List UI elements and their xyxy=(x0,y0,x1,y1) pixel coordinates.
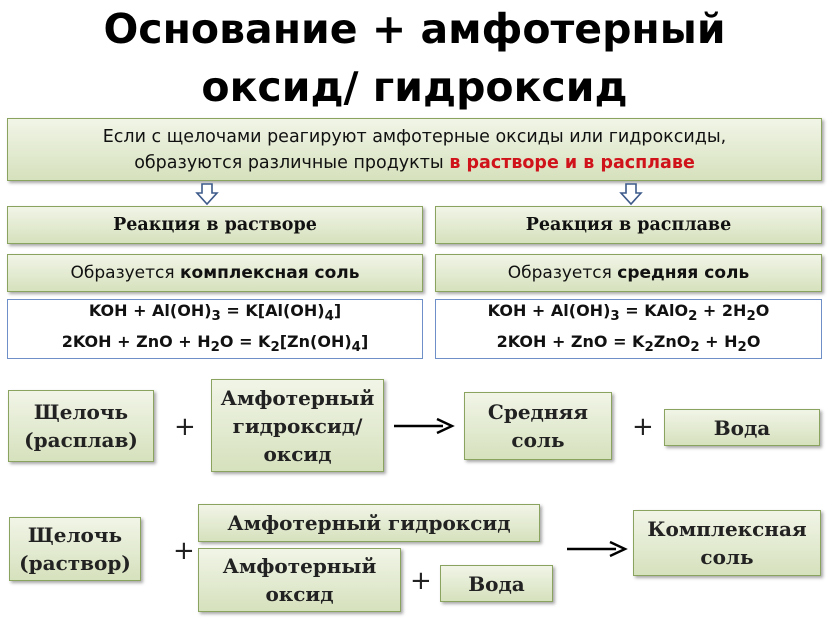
eq-text: KOH + Al(OH) xyxy=(487,300,611,320)
solution-equation-1: KOH + Al(OH)3 = K[Al(OH)4] xyxy=(89,298,341,329)
eq-text: ZnO xyxy=(653,332,691,351)
eq-subscript: 2 xyxy=(690,340,700,356)
melt-header: Реакция в расплаве xyxy=(435,206,822,244)
eq-subscript: 2 xyxy=(644,340,654,356)
solution-equation-2: 2KOH + ZnO + H2O = K2[Zn(OH)4] xyxy=(62,329,369,360)
eq-text: O = K xyxy=(219,332,271,351)
box-line: оксид xyxy=(263,441,332,466)
eq-text: KOH + Al(OH) xyxy=(88,300,212,320)
scheme-melt-alkali: Щелочь (расплав) xyxy=(8,390,154,462)
scheme-solution-plus-1: + xyxy=(173,536,195,566)
box-line: оксид xyxy=(265,582,334,606)
scheme-melt-salt: Средняя соль xyxy=(464,392,612,460)
scheme-melt-plus-2: + xyxy=(632,412,654,442)
eq-text: ] xyxy=(360,332,369,351)
scheme-solution-arrow-icon xyxy=(567,540,628,558)
eq-subscript: 2 xyxy=(746,309,756,324)
eq-text: + H xyxy=(699,332,738,351)
scheme-solution-product: Комплексная соль xyxy=(633,510,821,576)
box-line: гидроксид/ xyxy=(232,413,363,438)
melt-equation-2: 2KOH + ZnO = K2ZnO2 + H2O xyxy=(497,329,761,360)
melt-forms: Образуется средняя соль xyxy=(435,254,822,292)
solution-forms-prefix: Образуется xyxy=(70,263,181,283)
solution-equations: KOH + Al(OH)3 = K[Al(OH)4] 2KOH + ZnO + … xyxy=(7,299,423,359)
box-line: Средняя xyxy=(487,400,589,424)
scheme-solution-oxide: Амфотерный оксид xyxy=(198,548,401,612)
eq-subscript: 2 xyxy=(737,340,747,356)
scheme-solution-hydroxide: Амфотерный гидроксид xyxy=(198,504,540,542)
box-line: соль xyxy=(700,545,754,569)
eq-subscript: 2 xyxy=(688,309,698,324)
eq-subscript: 4 xyxy=(351,340,361,356)
solution-header: Реакция в растворе xyxy=(7,206,423,244)
scheme-solution-water: Вода xyxy=(440,565,553,602)
eq-subscript: 2 xyxy=(270,340,280,356)
eq-text: ] xyxy=(333,300,342,320)
eq-subscript: 4 xyxy=(324,309,334,324)
eq-text: 2KOH + ZnO = K xyxy=(496,332,645,351)
eq-subscript: 3 xyxy=(211,309,221,324)
box-line: Амфотерный xyxy=(220,385,375,410)
scheme-solution-plus-2: + xyxy=(410,566,432,596)
melt-equations: KOH + Al(OH)3 = KAlO2 + 2H2O 2KOH + ZnO … xyxy=(435,299,822,359)
box-line: Щелочь xyxy=(33,400,129,424)
eq-text: = K[Al(OH) xyxy=(220,300,325,320)
box-line: Амфотерный xyxy=(222,554,377,578)
solution-forms-salt: комплексная соль xyxy=(180,263,360,283)
scheme-melt-amphoteric: Амфотерный гидроксид/ оксид xyxy=(211,379,384,472)
scheme-melt-plus-1: + xyxy=(174,412,196,442)
box-line: (расплав) xyxy=(24,428,138,452)
eq-text: [Zn(OH) xyxy=(279,332,352,351)
melt-forms-salt: средняя соль xyxy=(617,263,750,283)
eq-subscript: 2 xyxy=(210,340,220,356)
melt-equation-1: KOH + Al(OH)3 = KAlO2 + 2H2O xyxy=(488,298,770,329)
box-line: Щелочь xyxy=(27,523,123,547)
scheme-melt-arrow-icon xyxy=(394,417,455,435)
box-line: соль xyxy=(511,428,565,452)
down-arrow-left-icon xyxy=(195,183,219,206)
melt-forms-prefix: Образуется xyxy=(507,263,618,283)
intro-line-1: Если с щелочами реагируют амфотерные окс… xyxy=(102,126,727,147)
page-title-line-1: Основание + амфотерный xyxy=(103,5,726,53)
box-line: Комплексная xyxy=(647,517,807,541)
solution-forms: Образуется комплексная соль xyxy=(7,254,423,292)
intro-line-2: образуются различные продукты в растворе… xyxy=(134,150,695,176)
box-line: (раствор) xyxy=(19,551,131,575)
intro-highlight: в растворе и в расплаве xyxy=(449,152,695,173)
scheme-solution-alkali: Щелочь (раствор) xyxy=(9,517,141,581)
down-arrow-right-icon xyxy=(619,183,643,206)
eq-text: + 2H xyxy=(697,300,747,320)
intro-box: Если с щелочами реагируют амфотерные окс… xyxy=(7,118,822,181)
page-title-line-2: оксид/ гидроксид xyxy=(201,63,628,111)
eq-text: O xyxy=(746,332,761,351)
scheme-melt-water: Вода xyxy=(664,409,820,446)
eq-text: = KAlO xyxy=(619,300,689,320)
intro-line-2-text: образуются различные продукты xyxy=(134,152,450,173)
eq-subscript: 3 xyxy=(610,309,620,324)
eq-text: O xyxy=(755,300,770,320)
eq-text: 2KOH + ZnO + H xyxy=(61,332,211,351)
